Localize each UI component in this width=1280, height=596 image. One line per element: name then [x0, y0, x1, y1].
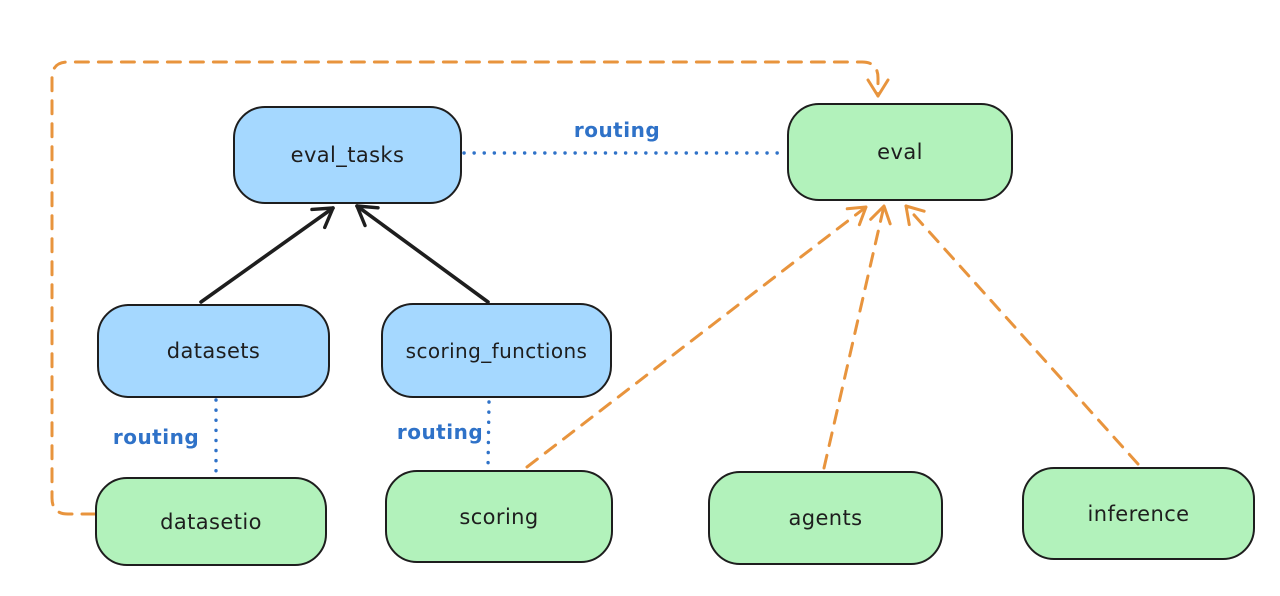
edge-datasetio-to-eval	[50, 60, 890, 516]
edge-routing-scoring-functions-to-scoring	[486, 400, 491, 470]
edge-label-routing-eval-tasks-eval: routing	[573, 118, 661, 142]
node-scoring-functions: scoring_functions	[381, 303, 612, 398]
edge-scoring-to-eval	[525, 205, 868, 469]
node-datasetio-label: datasetio	[160, 509, 262, 534]
node-scoring: scoring	[385, 470, 613, 563]
node-eval-label: eval	[877, 140, 923, 164]
node-eval-tasks: eval_tasks	[233, 106, 462, 204]
edge-datasets-to-eval-tasks	[199, 206, 335, 304]
node-inference-label: inference	[1087, 501, 1190, 526]
node-scoring-functions-label: scoring_functions	[405, 338, 588, 363]
node-agents-label: agents	[788, 506, 863, 530]
edge-label-routing-scoring-functions-scoring: routing	[396, 420, 484, 444]
node-agents: agents	[708, 471, 943, 565]
node-datasets: datasets	[97, 304, 330, 398]
node-scoring-label: scoring	[459, 504, 539, 529]
node-datasets-label: datasets	[166, 339, 261, 363]
node-datasetio: datasetio	[95, 477, 327, 566]
edge-inference-to-eval	[904, 204, 1140, 466]
edge-label-routing-datasets-datasetio: routing	[112, 425, 200, 449]
node-inference: inference	[1022, 467, 1255, 560]
node-eval-tasks-label: eval_tasks	[290, 143, 405, 167]
edge-scoring-functions-to-eval-tasks	[355, 204, 490, 304]
edge-agents-to-eval	[822, 204, 892, 470]
node-eval: eval	[787, 103, 1013, 201]
